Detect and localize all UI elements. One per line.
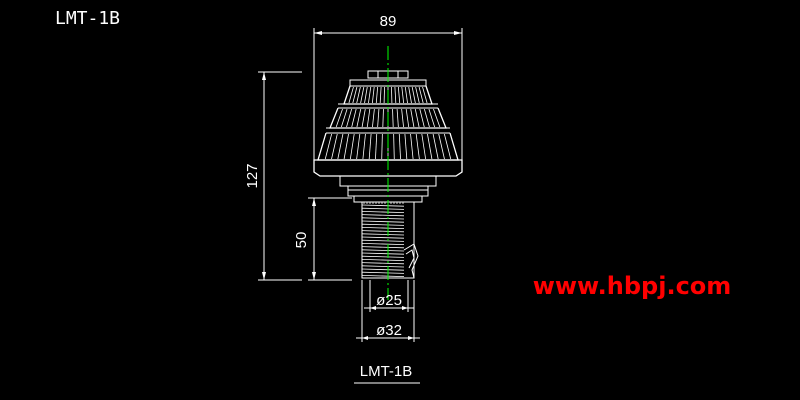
outer-diameter-label: ø32 [376, 322, 402, 339]
dimension-inner-diameter: ø25 [364, 280, 414, 312]
cap-width-label: 89 [380, 13, 397, 30]
total-height-label: 127 [244, 163, 261, 188]
dimension-cap-width: 89 [313, 13, 463, 160]
dimension-stem-height: 50 [293, 197, 352, 281]
inner-diameter-label: ø25 [376, 292, 402, 309]
stem-height-label: 50 [293, 232, 310, 249]
dimension-outer-diameter: ø32 [356, 280, 420, 342]
dimension-total-height: 127 [244, 71, 302, 281]
threaded-stem [361, 201, 419, 279]
filter-slots [324, 86, 452, 160]
nozzle-cap [313, 70, 463, 203]
drawing-title-top: LMT-1B [55, 8, 120, 29]
stem-threads [361, 202, 405, 277]
drawing-title-bottom: LMT-1B [360, 363, 413, 380]
website-watermark: www.hbpj.com [533, 272, 732, 300]
